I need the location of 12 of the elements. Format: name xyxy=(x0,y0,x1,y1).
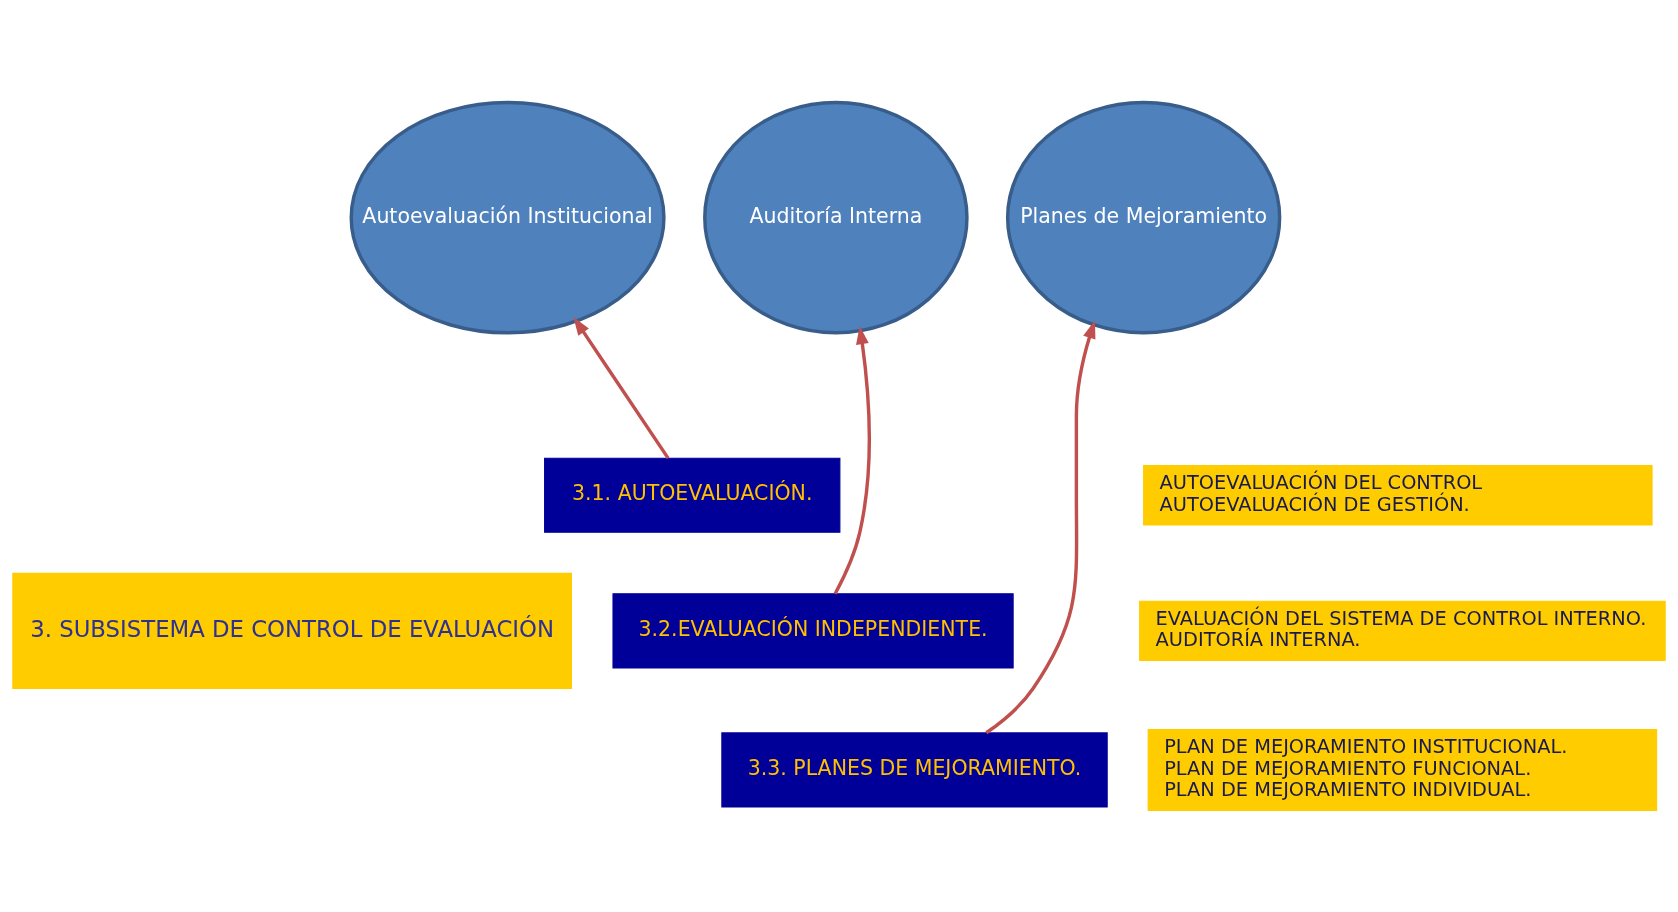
node-box: 3.1. AUTOEVALUACIÓN. xyxy=(544,457,841,533)
arrow xyxy=(833,325,871,594)
node-box: PLAN DE MEJORAMIENTO INSTITUCIONAL. PLAN DE MEJORAMIENTO FUNCIONAL. PLAN DE MEJORAMIENTO INDIVIDUAL. xyxy=(1147,728,1658,811)
arrow xyxy=(985,319,1096,734)
node-ellipse: Auditoría Interna xyxy=(703,100,969,335)
arrow xyxy=(573,316,670,459)
node-box: AUTOEVALUACIÓN DEL CONTROL AUTOEVALUACIÓN DE GESTIÓN. xyxy=(1143,464,1653,525)
node-ellipse: Planes de Mejoramiento xyxy=(1005,100,1282,335)
node-box: 3.3. PLANES DE MEJORAMIENTO. xyxy=(721,731,1108,808)
node-box: 3. SUBSISTEMA DE CONTROL DE EVALUACIÓN xyxy=(12,572,572,689)
node-box: EVALUACIÓN DEL SISTEMA DE CONTROL INTERNO. AUDITORÍA INTERNA. xyxy=(1139,600,1666,661)
node-box: 3.2.EVALUACIÓN INDEPENDIENTE. xyxy=(612,592,1014,669)
